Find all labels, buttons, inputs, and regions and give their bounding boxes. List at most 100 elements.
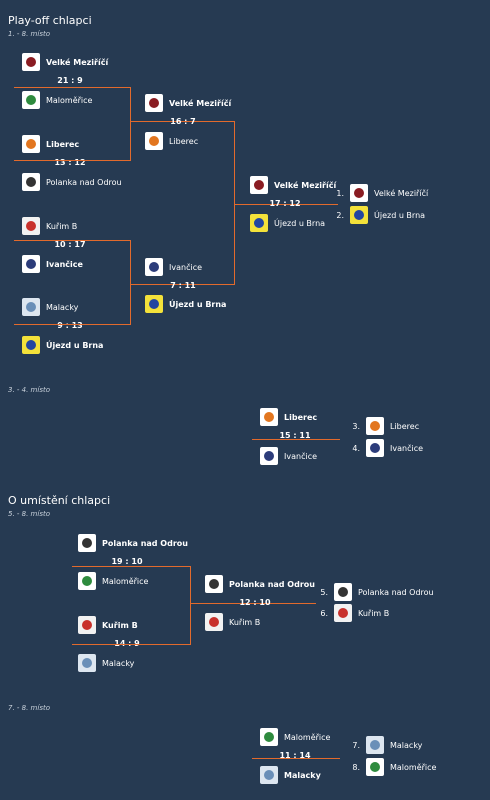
velke-mezirici-logo-icon — [145, 94, 163, 112]
team-entry[interactable]: Újezd u Brna — [250, 213, 325, 233]
velke-mezirici-logo-icon — [350, 184, 368, 202]
team-entry[interactable]: Újezd u Brna — [145, 294, 226, 314]
match-score: 10 : 17 — [54, 240, 86, 249]
ujezd-logo-icon-mark — [254, 218, 264, 228]
team-entry[interactable]: Velké Meziříčí — [145, 93, 231, 113]
liberec-hand-logo-icon — [22, 135, 40, 153]
team-entry[interactable]: Maloměřice — [22, 90, 92, 110]
result-row: 5.Polanka nad Odrou — [318, 582, 434, 602]
ujezd-logo-icon-mark — [354, 210, 364, 220]
ivancice-shield-logo-icon — [145, 258, 163, 276]
kurim-logo-icon — [22, 217, 40, 235]
result-row: 4.Ivančice — [350, 438, 423, 458]
match-score: 21 : 9 — [57, 76, 83, 85]
team-entry[interactable]: Velké Meziříčí — [22, 52, 108, 72]
section-subtitle-third: 3. - 4. místo — [8, 386, 50, 394]
team-entry[interactable]: Kuřim B — [78, 615, 138, 635]
bracket-line — [190, 566, 191, 645]
bracket-line — [14, 87, 130, 88]
team-entry[interactable]: Ivančice — [145, 257, 202, 277]
section-title-placement: O umístění chlapci — [8, 494, 111, 507]
liberec-hand-logo-icon-mark — [264, 412, 274, 422]
liberec-hand-logo-icon — [260, 408, 278, 426]
ujezd-logo-icon — [350, 206, 368, 224]
bracket-line — [130, 87, 131, 161]
velke-mezirici-logo-icon-mark — [26, 57, 36, 67]
section-subtitle-playoff: 1. - 8. místo — [8, 30, 50, 38]
kurim-logo-icon-mark — [338, 608, 348, 618]
bracket-line — [14, 240, 130, 241]
team-entry[interactable]: Liberec — [22, 134, 79, 154]
bracket-line — [14, 160, 130, 161]
team-entry[interactable]: Liberec — [145, 131, 198, 151]
result-row: 6.Kuřim B — [318, 603, 389, 623]
match-score: 12 : 10 — [239, 598, 271, 607]
team-entry[interactable]: Ivančice — [22, 254, 83, 274]
team-entry[interactable]: Malacky — [22, 297, 78, 317]
ivancice-shield-logo-icon-mark — [149, 262, 159, 272]
kurim-logo-icon — [78, 616, 96, 634]
ujezd-logo-icon — [145, 295, 163, 313]
section-subtitle-seventh: 7. - 8. místo — [8, 704, 50, 712]
malomerice-elephant-logo-icon-mark — [264, 732, 274, 742]
match-score: 11 : 14 — [279, 751, 311, 760]
bracket-line — [14, 324, 130, 325]
liberec-hand-logo-icon-mark — [370, 421, 380, 431]
team-entry[interactable]: Malacky — [260, 765, 321, 785]
bracket-line — [190, 603, 316, 604]
polanka-logo-icon-mark — [338, 587, 348, 597]
bracket-line — [234, 204, 338, 205]
liberec-hand-logo-icon — [145, 132, 163, 150]
malacky-logo-icon — [22, 298, 40, 316]
malacky-logo-icon — [366, 736, 384, 754]
malacky-logo-icon — [78, 654, 96, 672]
team-entry[interactable]: Kuřim B — [22, 216, 77, 236]
team-entry[interactable]: Maloměřice — [78, 571, 148, 591]
ivancice-shield-logo-icon — [260, 447, 278, 465]
velke-mezirici-logo-icon — [22, 53, 40, 71]
team-entry[interactable]: Polanka nad Odrou — [205, 574, 315, 594]
team-entry[interactable]: Újezd u Brna — [22, 335, 103, 355]
liberec-hand-logo-icon-mark — [149, 136, 159, 146]
section-subtitle-placement: 5. - 8. místo — [8, 510, 50, 518]
malomerice-elephant-logo-icon-mark — [370, 762, 380, 772]
kurim-logo-icon — [205, 613, 223, 631]
ivancice-shield-logo-icon — [366, 439, 384, 457]
match-score: 9 : 13 — [57, 321, 83, 330]
team-entry[interactable]: Ivančice — [260, 446, 317, 466]
team-entry[interactable]: Kuřim B — [205, 612, 260, 632]
kurim-logo-icon — [334, 604, 352, 622]
malacky-logo-icon-mark — [26, 302, 36, 312]
ivancice-shield-logo-icon-mark — [370, 443, 380, 453]
polanka-logo-icon-mark — [209, 579, 219, 589]
polanka-logo-icon — [205, 575, 223, 593]
team-entry[interactable]: Polanka nad Odrou — [22, 172, 122, 192]
ivancice-shield-logo-icon — [22, 255, 40, 273]
velke-mezirici-logo-icon — [250, 176, 268, 194]
match-score: 17 : 12 — [269, 199, 301, 208]
section-title-playoff: Play-off chlapci — [8, 14, 92, 27]
team-entry[interactable]: Velké Meziříčí — [250, 175, 336, 195]
polanka-logo-icon — [78, 534, 96, 552]
malomerice-elephant-logo-icon-mark — [26, 95, 36, 105]
bracket-line — [130, 121, 234, 122]
kurim-logo-icon-mark — [82, 620, 92, 630]
ujezd-logo-icon-mark — [26, 340, 36, 350]
team-entry[interactable]: Polanka nad Odrou — [78, 533, 188, 553]
ivancice-shield-logo-icon-mark — [264, 451, 274, 461]
malacky-logo-icon-mark — [264, 770, 274, 780]
match-score: 14 : 9 — [72, 639, 182, 648]
malacky-logo-icon-mark — [370, 740, 380, 750]
malomerice-elephant-logo-icon — [366, 758, 384, 776]
match-score: 16 : 7 — [170, 117, 196, 126]
malacky-logo-icon — [260, 766, 278, 784]
team-entry[interactable]: Malacky — [78, 653, 134, 673]
malomerice-elephant-logo-icon — [260, 728, 278, 746]
liberec-hand-logo-icon-mark — [26, 139, 36, 149]
team-entry[interactable]: Liberec — [260, 407, 317, 427]
ujezd-logo-icon-mark — [149, 299, 159, 309]
team-entry[interactable]: Maloměřice — [260, 727, 330, 747]
bracket-line — [130, 284, 234, 285]
bracket-line — [72, 566, 190, 567]
velke-mezirici-logo-icon-mark — [149, 98, 159, 108]
